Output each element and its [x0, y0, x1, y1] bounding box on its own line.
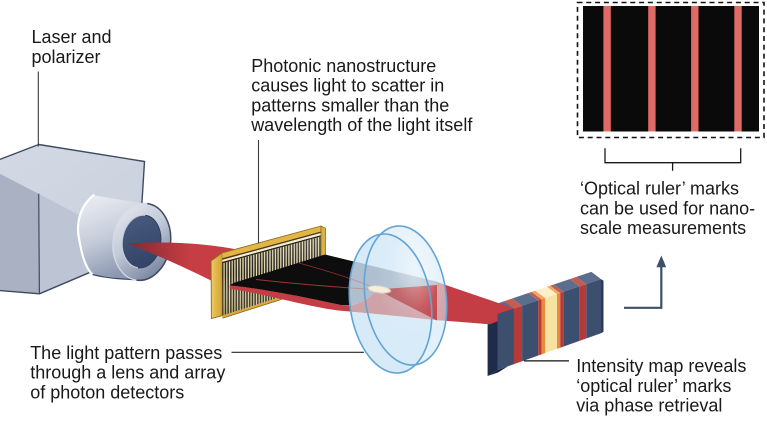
svg-text:scale measurements: scale measurements	[580, 218, 746, 238]
svg-text:The light pattern passes: The light pattern passes	[30, 343, 222, 363]
svg-text:can be used for nano-: can be used for nano-	[580, 198, 755, 218]
svg-text:of photon detectors: of photon detectors	[30, 383, 184, 403]
svg-text:through a lens and array: through a lens and array	[30, 362, 225, 382]
svg-text:‘optical ruler’ marks: ‘optical ruler’ marks	[576, 376, 731, 396]
svg-text:causes light to scatter in: causes light to scatter in	[251, 76, 444, 96]
svg-text:Photonic nanostructure: Photonic nanostructure	[251, 56, 436, 76]
svg-text:wavelength of the light itself: wavelength of the light itself	[250, 115, 473, 135]
svg-text:Intensity map reveals: Intensity map reveals	[576, 356, 746, 376]
svg-text:polarizer: polarizer	[32, 47, 101, 67]
svg-text:via phase retrieval: via phase retrieval	[576, 396, 722, 416]
svg-text:‘Optical ruler’ marks: ‘Optical ruler’ marks	[580, 178, 739, 198]
svg-text:Laser and: Laser and	[32, 27, 112, 47]
svg-text:patterns smaller than the: patterns smaller than the	[251, 95, 449, 115]
